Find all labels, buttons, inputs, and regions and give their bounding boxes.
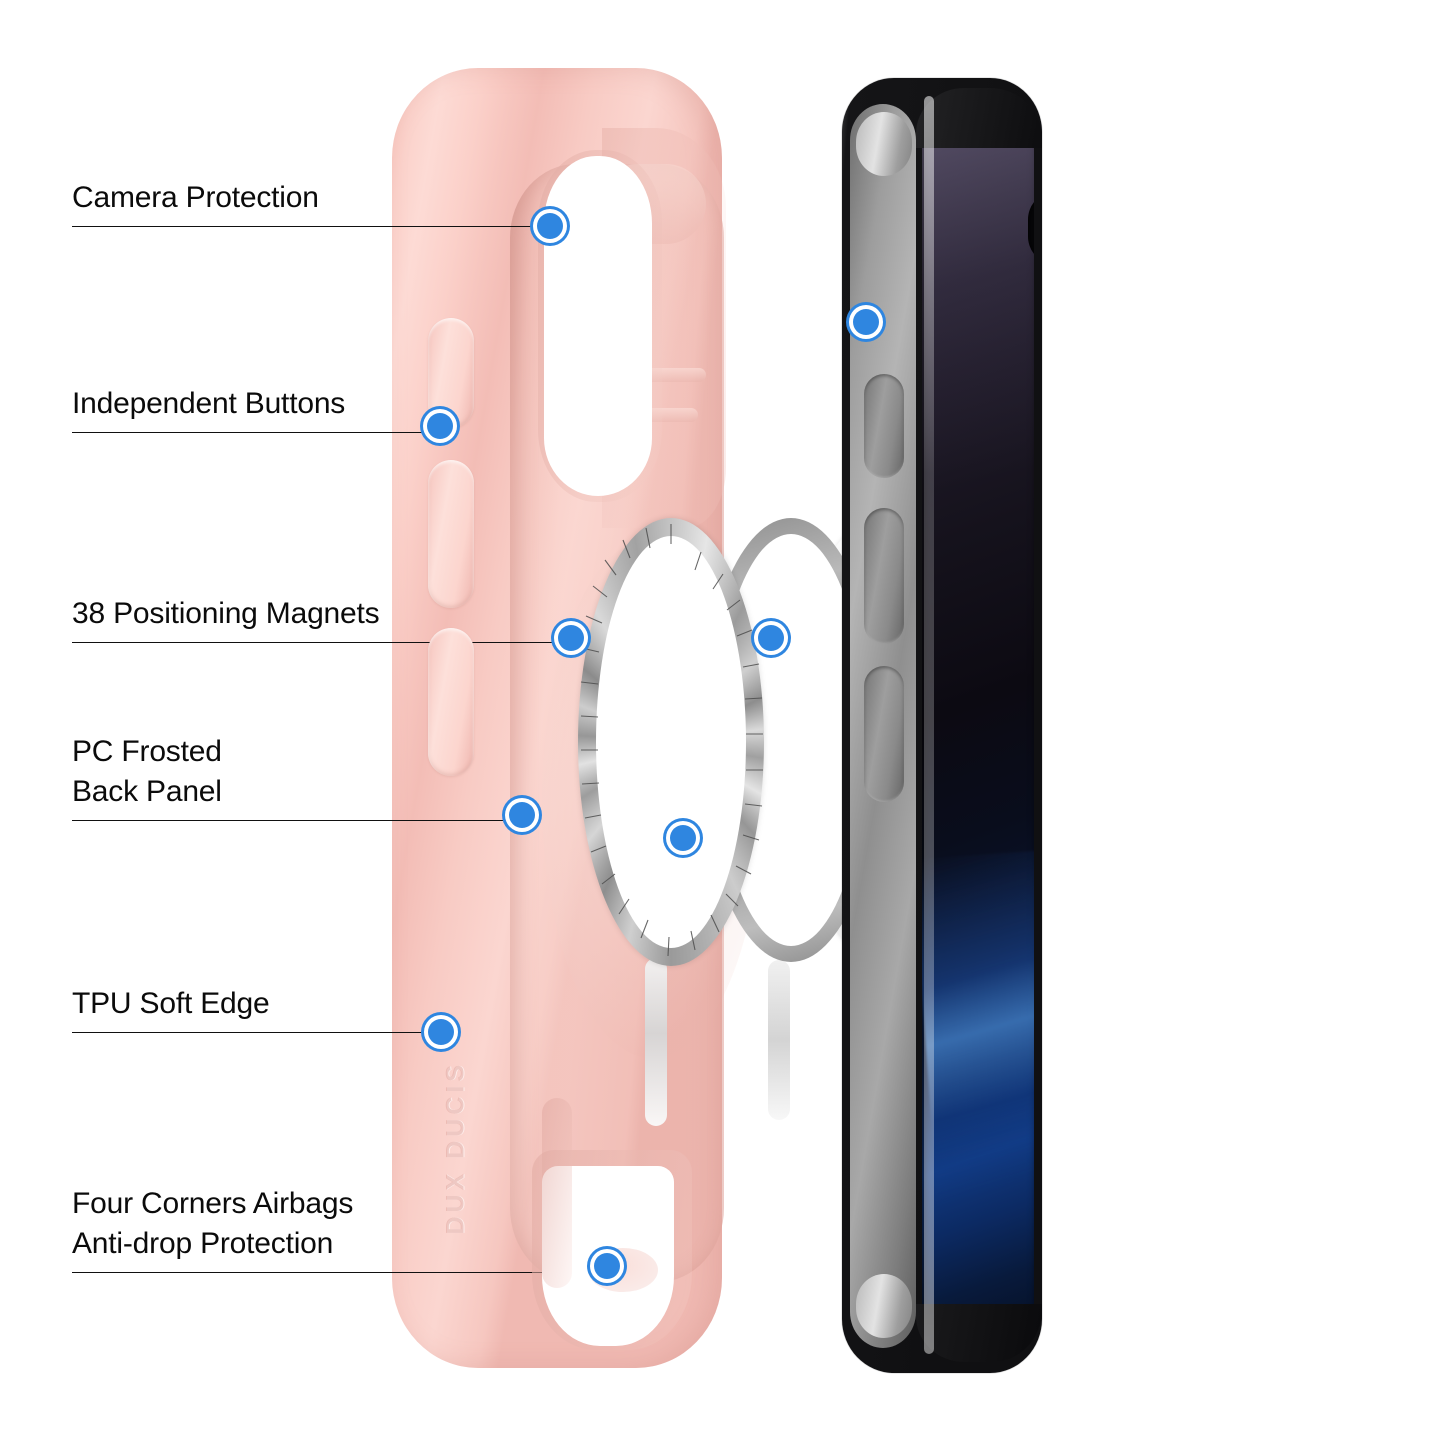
leader-line-pc-frosted-back-panel (72, 820, 520, 821)
marker-tpu-soft-edge[interactable] (428, 1019, 454, 1045)
phone-volume-up-button (864, 508, 904, 644)
marker-iphone-16-pro[interactable] (853, 309, 879, 335)
case-volume-down-button (428, 628, 474, 776)
metal-ring-tab (768, 960, 790, 1120)
marker-positioning-magnets[interactable] (558, 625, 584, 651)
dynamic-island (1028, 194, 1034, 262)
magnet-ring-tab (645, 958, 667, 1126)
marker-pvc-protective-sticker[interactable] (758, 625, 784, 651)
case-action-button (428, 318, 474, 428)
marker-four-corners-airbags[interactable] (594, 1253, 620, 1279)
leader-line-tpu-soft-edge (72, 1032, 438, 1033)
phone-rail-cap-bottom (856, 1274, 912, 1338)
case-volume-up-button (428, 460, 474, 608)
positioning-magnet-ring (578, 518, 764, 966)
case-brand-text: DUX DUCIS (441, 1060, 470, 1235)
marker-pc-frosted-back-panel[interactable] (509, 802, 535, 828)
phone-action-button (864, 374, 904, 478)
callout-pc-frosted-back-panel-line2: Back Panel (72, 775, 222, 808)
phone-screen (922, 94, 1034, 1358)
phone-volume-down-button (864, 666, 904, 802)
phone-screen-edge-glare (924, 96, 934, 1354)
callout-positioning-magnets-label: 38 Positioning Magnets (72, 597, 380, 630)
marker-camera-protection[interactable] (537, 213, 563, 239)
leader-line-four-corners-airbags (72, 1272, 606, 1273)
callout-independent-buttons-label: Independent Buttons (72, 387, 346, 420)
callout-camera-protection-label: Camera Protection (72, 181, 319, 214)
iphone-16-pro-illustration (842, 78, 1042, 1373)
marker-independent-buttons[interactable] (427, 413, 453, 439)
phone-bezel-bottom (916, 1304, 1042, 1362)
callout-pc-frosted-back-panel-line1: PC Frosted (72, 735, 222, 768)
callout-four-corners-airbags-line2: Anti-drop Protection (72, 1227, 334, 1260)
phone-bezel-top (916, 88, 1042, 148)
leader-line-independent-buttons (72, 432, 436, 433)
leader-line-positioning-magnets (72, 642, 570, 643)
callout-four-corners-airbags-line1: Four Corners Airbags (72, 1187, 354, 1220)
case-side-slot (542, 1098, 572, 1288)
callout-tpu-soft-edge-label: TPU Soft Edge (72, 987, 270, 1020)
phone-rail-cap-top (856, 112, 912, 176)
marker-magnetic-metal-layer[interactable] (670, 825, 696, 851)
leader-line-camera-protection (72, 226, 550, 227)
camera-cutout (544, 156, 652, 496)
